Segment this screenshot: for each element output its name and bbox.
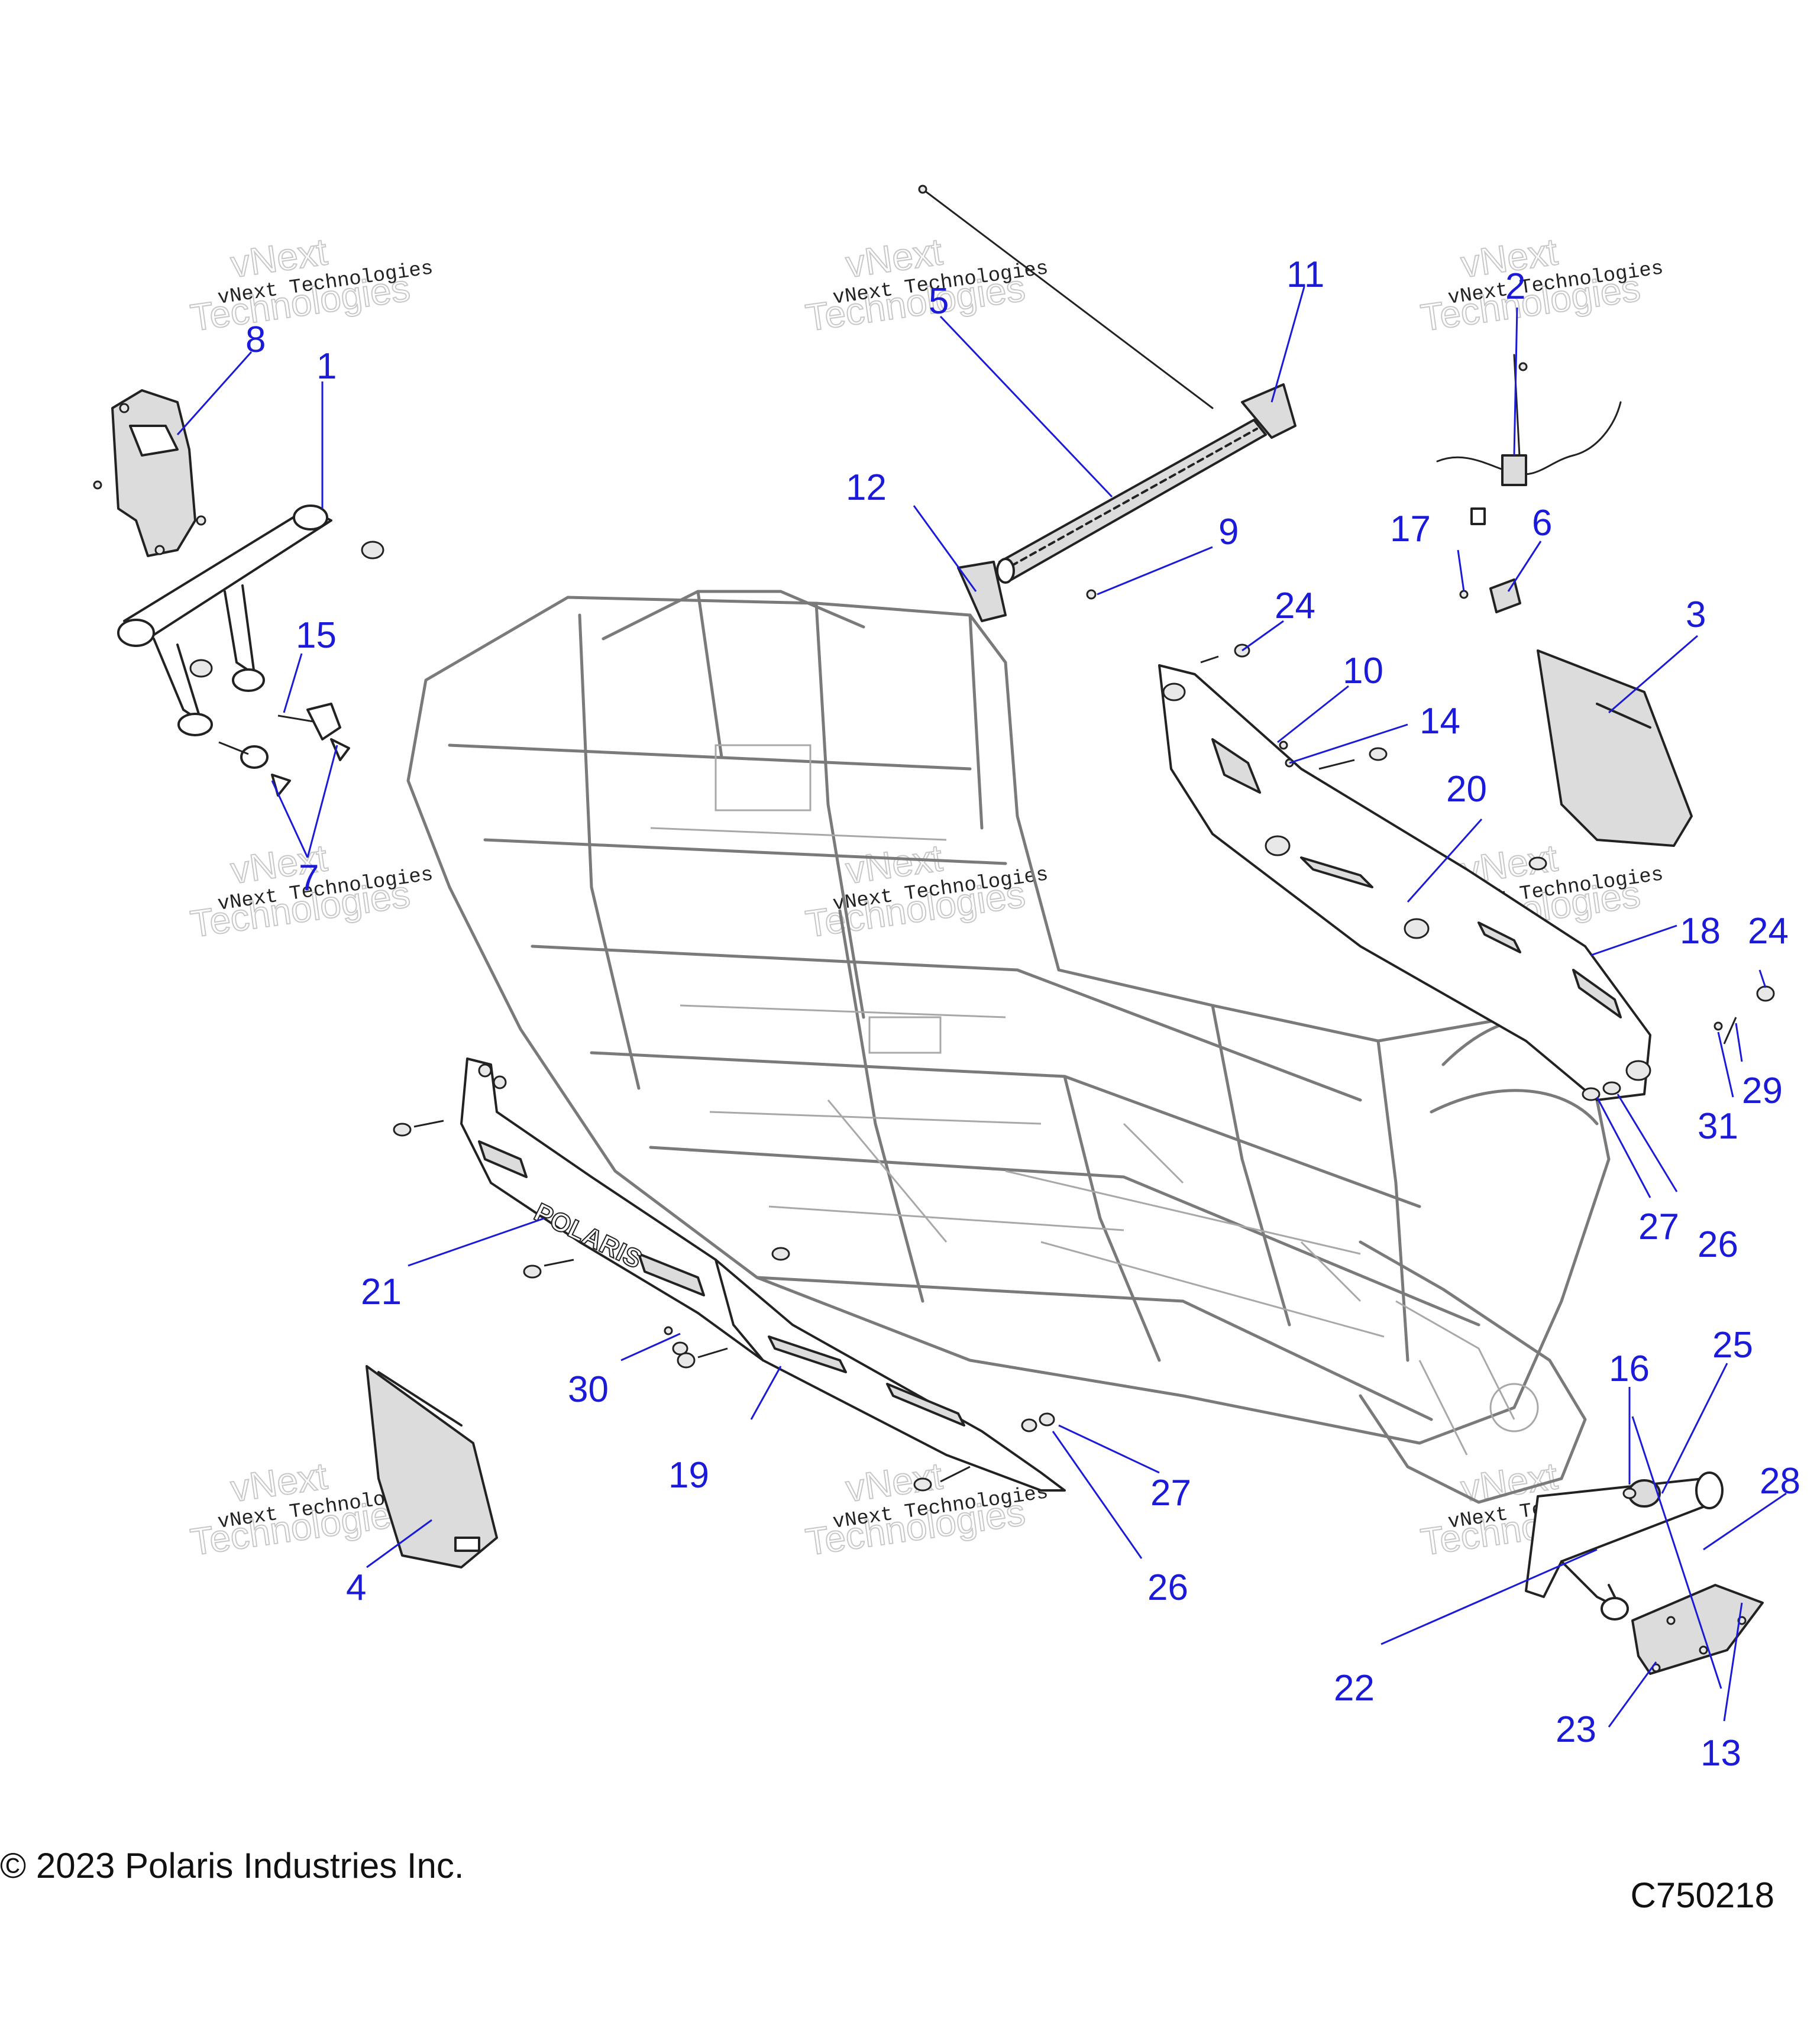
callout-26: 26 (1698, 1224, 1738, 1265)
copyright-text: © 2023 Polaris Industries Inc. (0, 1846, 464, 1885)
callout-20: 20 (1446, 769, 1487, 810)
callouts: 1 2 3 4 5 6 7 8 9 10 11 12 13 14 15 16 1… (245, 254, 1800, 1774)
part-small-hardware-right (1200, 643, 1775, 1101)
callout-30: 30 (568, 1369, 609, 1410)
callout-26: 26 (1147, 1567, 1188, 1608)
callout-22: 22 (1334, 1668, 1375, 1709)
callout-11: 11 (1286, 254, 1324, 295)
callout-1: 1 (316, 346, 337, 387)
callout-4: 4 (346, 1567, 366, 1608)
part-17 (1459, 590, 1469, 599)
callout-15: 15 (296, 615, 337, 656)
callout-31: 31 (1698, 1106, 1738, 1147)
watermark: vNext Technologies vNext Technologies (187, 229, 434, 339)
callout-6: 6 (1532, 503, 1552, 544)
part-wiring-harness (1436, 354, 1622, 525)
callout-24: 24 (1748, 911, 1789, 952)
part-nut-9 (1086, 589, 1097, 600)
watermark: vNext Technologies vNext Technologies (802, 229, 1049, 339)
part-door-panel-left (366, 1365, 498, 1568)
callout-8: 8 (245, 319, 266, 360)
callout-27: 27 (1638, 1207, 1679, 1247)
callout-27: 27 (1150, 1473, 1191, 1513)
callout-19: 19 (668, 1455, 709, 1496)
callout-23: 23 (1556, 1709, 1596, 1750)
chassis-frame (406, 590, 1611, 1504)
callout-14: 14 (1420, 701, 1460, 742)
part-mount-left (957, 561, 1007, 622)
leader-lines (176, 286, 1787, 1728)
part-switch-6 (1489, 578, 1521, 613)
part-bracket-plate (93, 389, 206, 557)
part-rear-bumper (1525, 1471, 1724, 1621)
part-skid-plate (1631, 1584, 1764, 1675)
part-small-hardware-left (218, 703, 350, 797)
callout-12: 12 (846, 467, 887, 508)
callout-24: 24 (1275, 586, 1315, 626)
figure-id: C750218 (1630, 1875, 1774, 1915)
part-rocker-right (1158, 664, 1651, 1101)
part-light-bar (918, 185, 1267, 584)
part-door-panel-right (1537, 649, 1693, 847)
callout-13: 13 (1700, 1733, 1741, 1774)
callout-18: 18 (1680, 911, 1721, 952)
watermark: vNext Technologies vNext Technologies (1417, 229, 1664, 339)
callout-16: 16 (1609, 1348, 1650, 1389)
part-rocker-left: POLARIS (460, 1057, 1066, 1492)
callout-5: 5 (929, 281, 949, 322)
part-tube-bumper (117, 504, 384, 736)
callout-9: 9 (1218, 512, 1239, 552)
callout-17: 17 (1390, 509, 1431, 549)
callout-21: 21 (361, 1272, 402, 1312)
callout-28: 28 (1760, 1461, 1800, 1502)
callout-7: 7 (299, 858, 319, 898)
callout-10: 10 (1343, 651, 1383, 691)
part-mount-right (1241, 383, 1297, 439)
callout-3: 3 (1686, 594, 1706, 635)
callout-29: 29 (1742, 1070, 1783, 1111)
callout-25: 25 (1712, 1325, 1753, 1366)
callout-2: 2 (1505, 266, 1525, 307)
part-small-hardware-left-rocker (393, 1120, 1055, 1492)
